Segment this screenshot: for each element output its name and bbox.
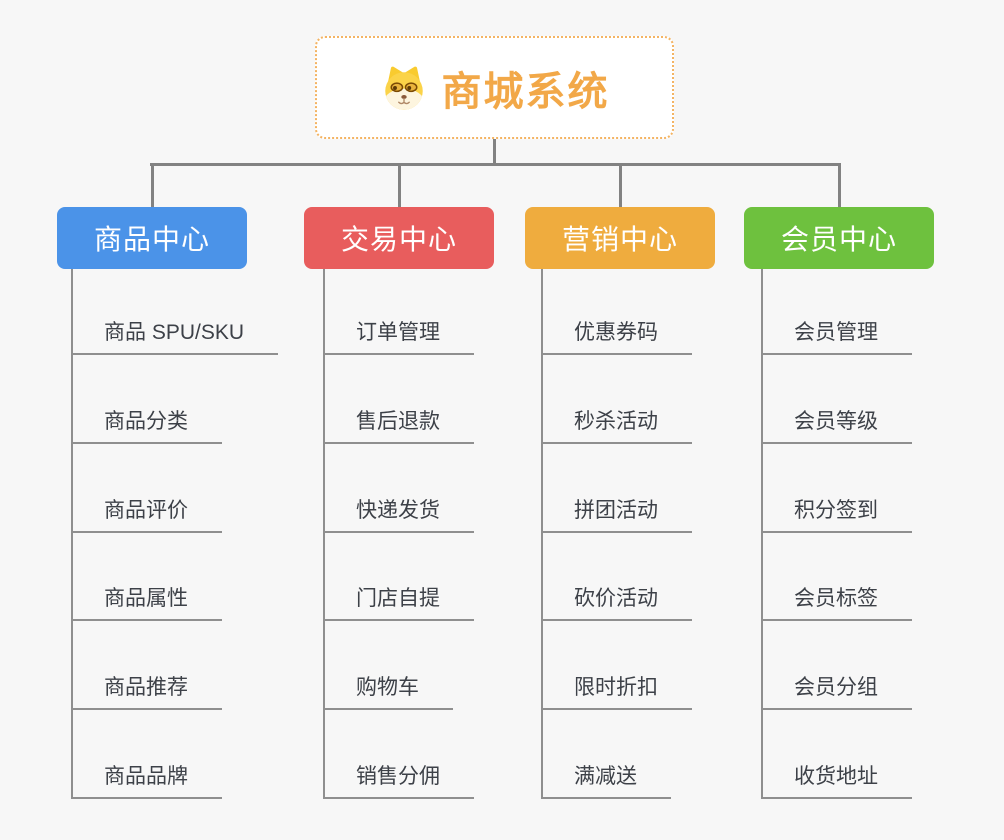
leaf-node[interactable]: 售后退款: [323, 408, 474, 444]
leaf-node[interactable]: 收货地址: [761, 763, 912, 799]
leaf-node[interactable]: 砍价活动: [541, 585, 692, 621]
leaf-node[interactable]: 商品评价: [71, 497, 222, 533]
leaf-node[interactable]: 商品分类: [71, 408, 222, 444]
branch-label: 会员中心: [780, 224, 897, 255]
branch-label: 营销中心: [561, 224, 678, 255]
leaf-node[interactable]: 限时折扣: [541, 674, 692, 710]
leaf-node[interactable]: 积分签到: [761, 497, 912, 533]
connector-rail: [150, 163, 840, 166]
connector-column-line: [761, 269, 763, 799]
connector-branch-drop: [837, 163, 841, 207]
leaf-node[interactable]: 拼团活动: [541, 497, 692, 533]
leaf-node[interactable]: 商品属性: [71, 585, 222, 621]
branch-node[interactable]: 商品中心: [57, 207, 247, 269]
branch-node[interactable]: 会员中心: [744, 207, 934, 269]
connector-branch-drop: [618, 163, 622, 207]
branch-node[interactable]: 交易中心: [304, 207, 494, 269]
leaf-node[interactable]: 满减送: [541, 763, 671, 799]
connector-column-line: [71, 269, 73, 799]
leaf-node[interactable]: 销售分佣: [323, 763, 474, 799]
leaf-node[interactable]: 会员标签: [761, 585, 912, 621]
leaf-node[interactable]: 商品品牌: [71, 763, 222, 799]
leaf-node[interactable]: 会员等级: [761, 408, 912, 444]
leaf-node[interactable]: 快递发货: [323, 497, 474, 533]
leaf-node[interactable]: 会员分组: [761, 674, 912, 710]
connector-root-stub: [493, 139, 496, 163]
leaf-node[interactable]: 商品推荐: [71, 674, 222, 710]
leaf-node[interactable]: 门店自提: [323, 585, 474, 621]
connector-branch-drop: [150, 163, 154, 207]
connector-column-line: [323, 269, 325, 799]
branch-label: 交易中心: [340, 224, 457, 255]
leaf-node[interactable]: 优惠券码: [541, 319, 692, 355]
connector-column-line: [541, 269, 543, 799]
leaf-node[interactable]: 订单管理: [323, 319, 474, 355]
leaf-node[interactable]: 会员管理: [761, 319, 912, 355]
leaf-node[interactable]: 商品 SPU/SKU: [71, 319, 279, 355]
branch-node[interactable]: 营销中心: [525, 207, 715, 269]
leaf-node[interactable]: 购物车: [323, 674, 453, 710]
connector-branch-drop: [397, 163, 401, 207]
root-title: 商城系统: [441, 69, 610, 114]
root-node[interactable]: 商城系统: [315, 36, 674, 139]
branch-label: 商品中心: [93, 224, 210, 255]
dog-face-icon: [384, 66, 423, 110]
leaf-node[interactable]: 秒杀活动: [541, 408, 692, 444]
